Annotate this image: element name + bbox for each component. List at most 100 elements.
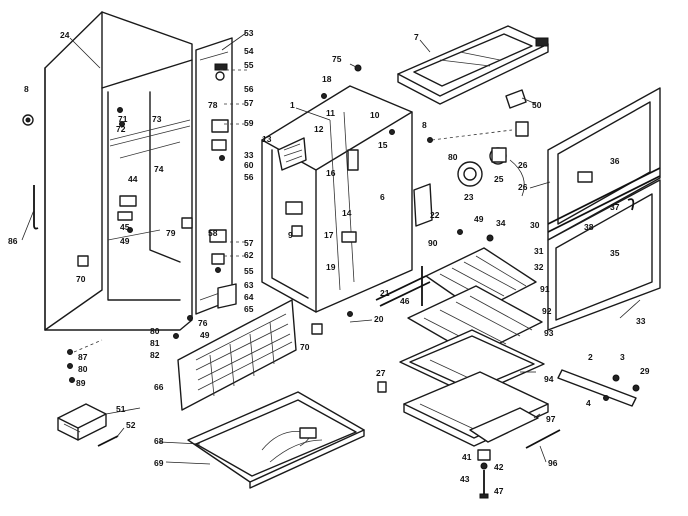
label-12: 12 [314, 124, 324, 134]
label-57b: 57 [244, 238, 254, 248]
label-21: 21 [380, 288, 390, 298]
label-80: 80 [150, 326, 160, 336]
label-69: 69 [154, 458, 164, 468]
label-70: 70 [76, 274, 86, 284]
left-hardware [117, 107, 193, 233]
label-92: 92 [542, 306, 552, 316]
label-55b: 55 [244, 266, 254, 276]
label-50: 50 [532, 100, 542, 110]
label-49c: 49 [474, 214, 484, 224]
label-19: 19 [326, 262, 336, 272]
label-33: 33 [244, 150, 254, 160]
label-63: 63 [244, 280, 254, 290]
label-15: 15 [378, 140, 388, 150]
hinge-strip [195, 37, 233, 315]
label-2: 2 [588, 352, 593, 362]
label-8b: 8 [422, 120, 427, 130]
label-1: 1 [290, 100, 295, 110]
label-60: 60 [244, 160, 254, 170]
label-9: 9 [288, 230, 293, 240]
label-11: 11 [326, 108, 335, 118]
label-34: 34 [496, 218, 506, 228]
label-26: 26 [518, 160, 528, 170]
grille-clip [311, 323, 323, 335]
label-72: 72 [116, 124, 126, 134]
label-57: 57 [244, 98, 254, 108]
label-56: 56 [244, 84, 254, 94]
label-94: 94 [544, 374, 554, 384]
label-20: 20 [374, 314, 384, 324]
cover-plate [469, 407, 539, 443]
label-49b: 49 [200, 330, 210, 340]
label-89: 89 [76, 378, 86, 388]
label-36: 36 [610, 156, 620, 166]
label-45: 45 [120, 222, 130, 232]
crisper-drawer [403, 371, 549, 447]
label-79: 79 [166, 228, 176, 238]
front-grille [177, 299, 297, 411]
label-68: 68 [154, 436, 164, 446]
label-38: 38 [584, 222, 594, 232]
toe-screw [377, 381, 387, 393]
rail [375, 275, 427, 301]
label-26b: 26 [518, 182, 528, 192]
label-91: 91 [540, 284, 550, 294]
label-80b: 80 [78, 364, 88, 374]
label-64: 64 [244, 292, 254, 302]
shelf-bracket [277, 137, 307, 171]
clip [505, 89, 527, 109]
label-65: 65 [244, 304, 254, 314]
label-58: 58 [208, 228, 218, 238]
label-76: 76 [198, 318, 208, 328]
label-66: 66 [154, 382, 164, 392]
label-90: 90 [428, 238, 438, 248]
part-labels: 24 8 86 70 71 72 73 74 44 45 49 79 53 54… [8, 28, 650, 496]
label-31: 31 [534, 246, 544, 256]
pin [97, 435, 119, 447]
label-4: 4 [586, 398, 591, 408]
label-97: 97 [546, 414, 556, 424]
label-32: 32 [534, 262, 544, 272]
label-33b: 33 [636, 316, 646, 326]
label-23: 23 [464, 192, 474, 202]
label-71: 71 [118, 114, 128, 124]
side-bracket [413, 183, 433, 227]
label-25: 25 [494, 174, 504, 184]
bracket-hatch [283, 143, 303, 163]
label-59: 59 [244, 118, 254, 128]
small-tray [57, 403, 107, 441]
evaporator-tray [397, 25, 549, 105]
label-29: 29 [640, 366, 650, 376]
label-35: 35 [610, 248, 620, 258]
label-41: 41 [462, 452, 472, 462]
label-62: 62 [244, 250, 254, 260]
drain-pan [187, 391, 365, 489]
label-82: 82 [150, 350, 160, 360]
hinge-hardware [209, 63, 250, 273]
label-74: 74 [154, 164, 164, 174]
label-96: 96 [548, 458, 558, 468]
label-14: 14 [342, 208, 352, 218]
bottom-hinge [557, 369, 640, 407]
label-70b: 70 [300, 342, 310, 352]
label-16: 16 [326, 168, 336, 178]
label-52: 52 [126, 420, 136, 430]
label-18: 18 [322, 74, 332, 84]
label-22: 22 [430, 210, 440, 220]
roller-leg [477, 449, 491, 499]
leveling-foot [22, 114, 34, 126]
label-7: 7 [414, 32, 419, 42]
small-block [77, 255, 89, 267]
label-13: 13 [262, 134, 272, 144]
label-6: 6 [380, 192, 385, 202]
trim-strip [33, 185, 39, 230]
label-3: 3 [620, 352, 625, 362]
label-44: 44 [128, 174, 138, 184]
fan-motor [431, 121, 529, 197]
rod [525, 429, 561, 449]
label-24: 24 [60, 30, 70, 40]
label-30: 30 [530, 220, 540, 230]
fresh-food-door [547, 167, 661, 331]
